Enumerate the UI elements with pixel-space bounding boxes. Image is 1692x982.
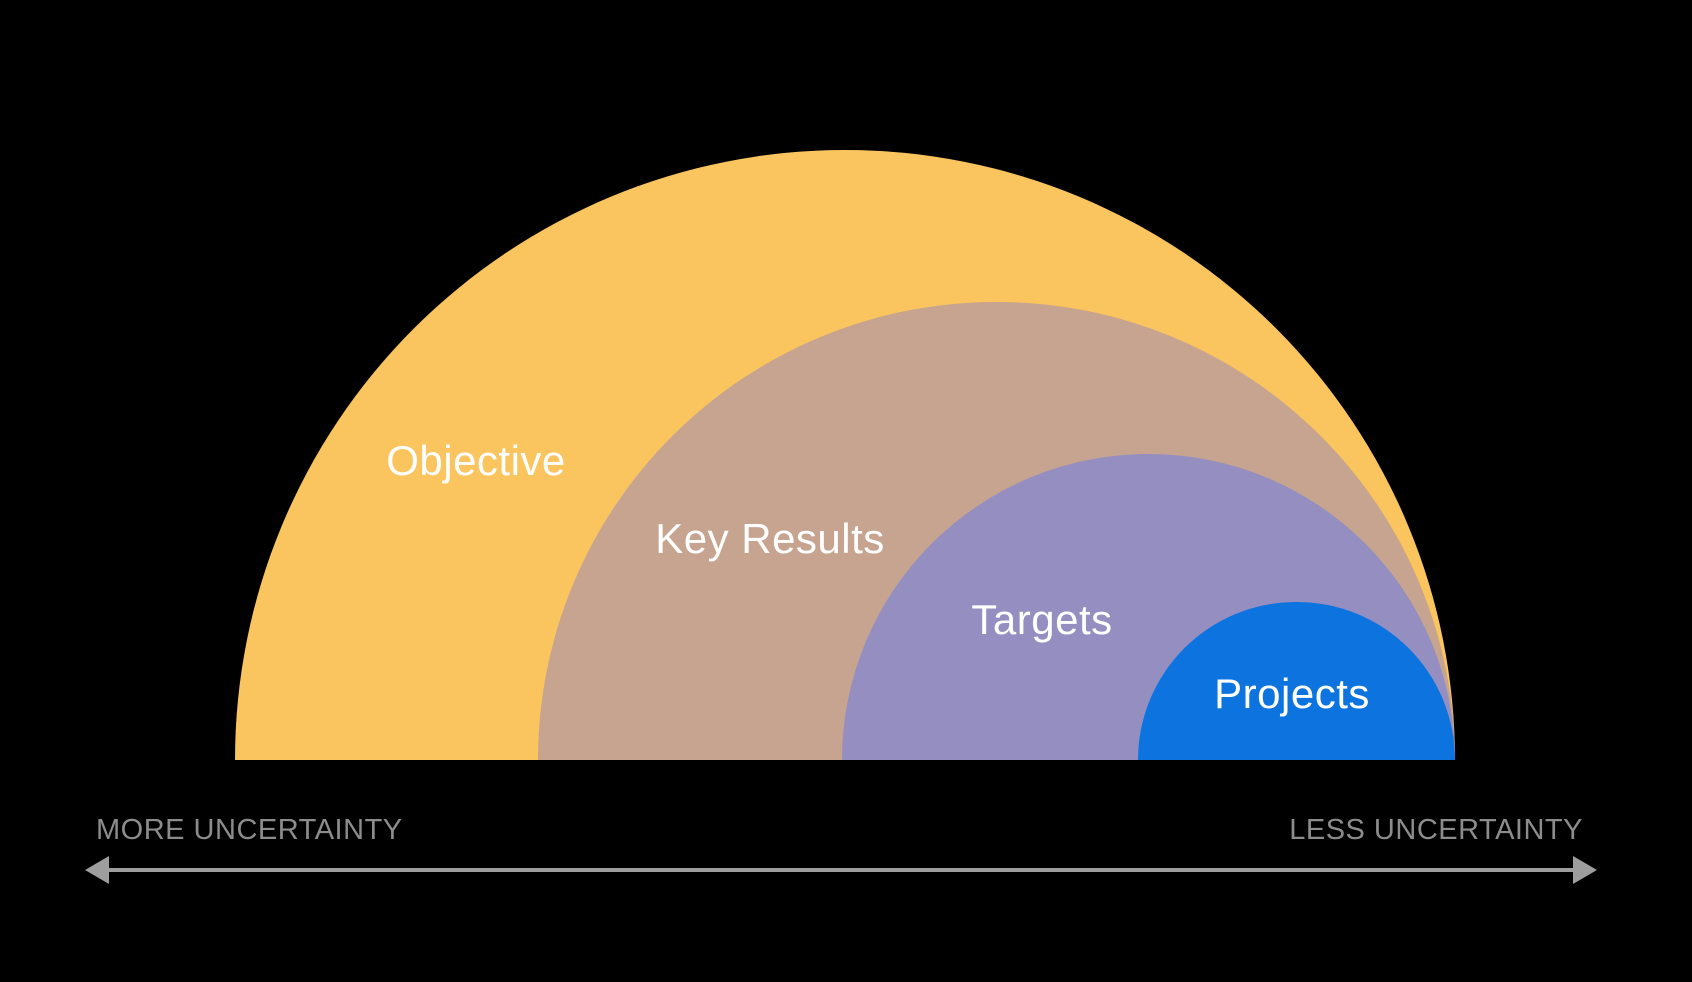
axis-arrow-line bbox=[103, 868, 1589, 872]
key-results-label: Key Results bbox=[655, 515, 885, 562]
targets-label: Targets bbox=[971, 596, 1113, 643]
more-uncertainty-label: MORE UNCERTAINTY bbox=[96, 814, 403, 846]
right-arrowhead-icon bbox=[1573, 856, 1597, 884]
projects-label: Projects bbox=[1214, 670, 1370, 717]
objective-label: Objective bbox=[386, 437, 566, 484]
less-uncertainty-label: LESS UNCERTAINTY bbox=[1289, 814, 1583, 846]
left-arrowhead-icon bbox=[85, 856, 109, 884]
